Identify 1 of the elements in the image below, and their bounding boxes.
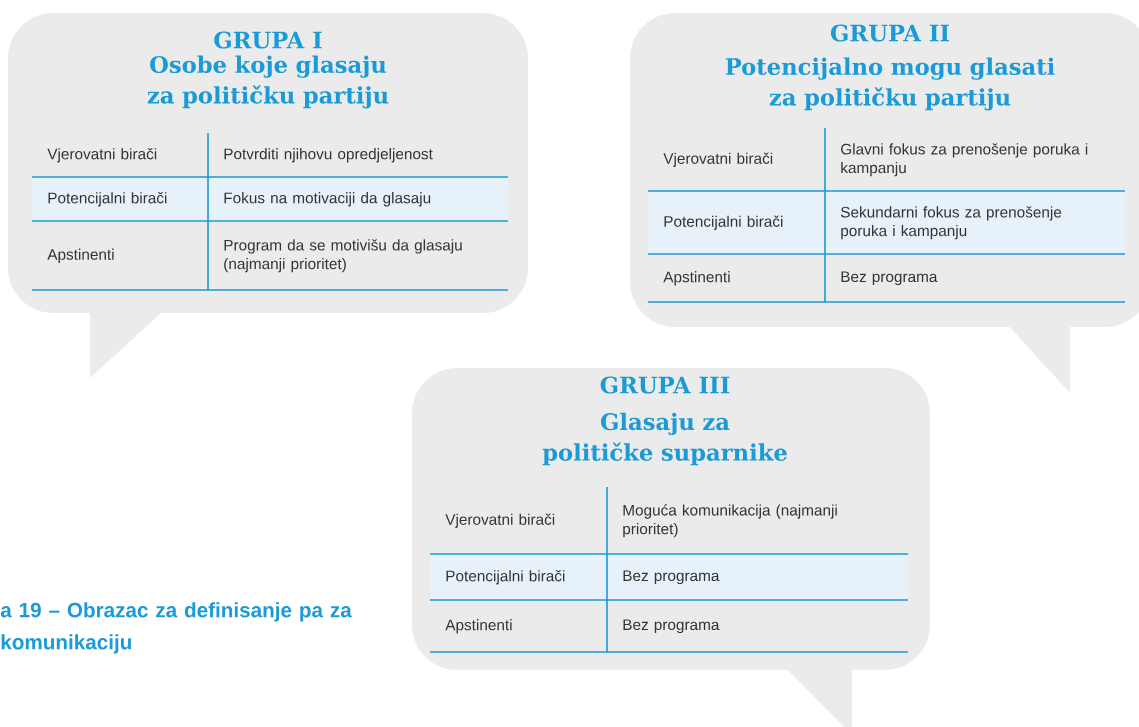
figure-caption: a 19 – Obrazac za definisanje pa za komunikaciju [0, 602, 352, 654]
